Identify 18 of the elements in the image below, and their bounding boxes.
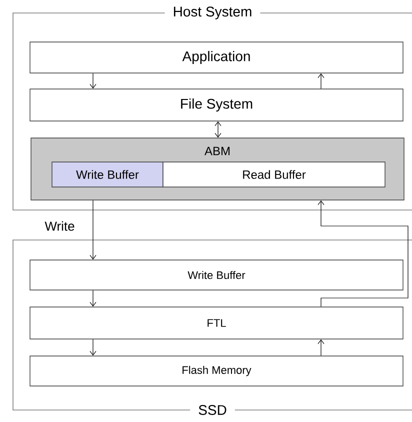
arrow: [318, 339, 324, 356]
layer-box: Application: [30, 42, 404, 74]
arrow: [318, 200, 408, 307]
edge-label: Write: [44, 221, 74, 231]
arrow: [90, 290, 96, 307]
arrow: [90, 200, 96, 260]
layer-box: FTL: [30, 306, 404, 340]
arrow: [318, 73, 324, 89]
node-label: Host System: [174, 6, 252, 20]
arrow: [90, 73, 96, 89]
buffer-box: Read Buffer: [162, 162, 386, 188]
node-label: SSD: [198, 405, 226, 415]
buffer-box: Write Buffer: [52, 162, 164, 188]
layer-box: Write Buffer: [30, 260, 404, 290]
arrow: [90, 339, 96, 356]
layer-box: Flash Memory: [30, 356, 404, 386]
layer-box: File System: [30, 88, 404, 122]
arrow: [214, 121, 222, 138]
